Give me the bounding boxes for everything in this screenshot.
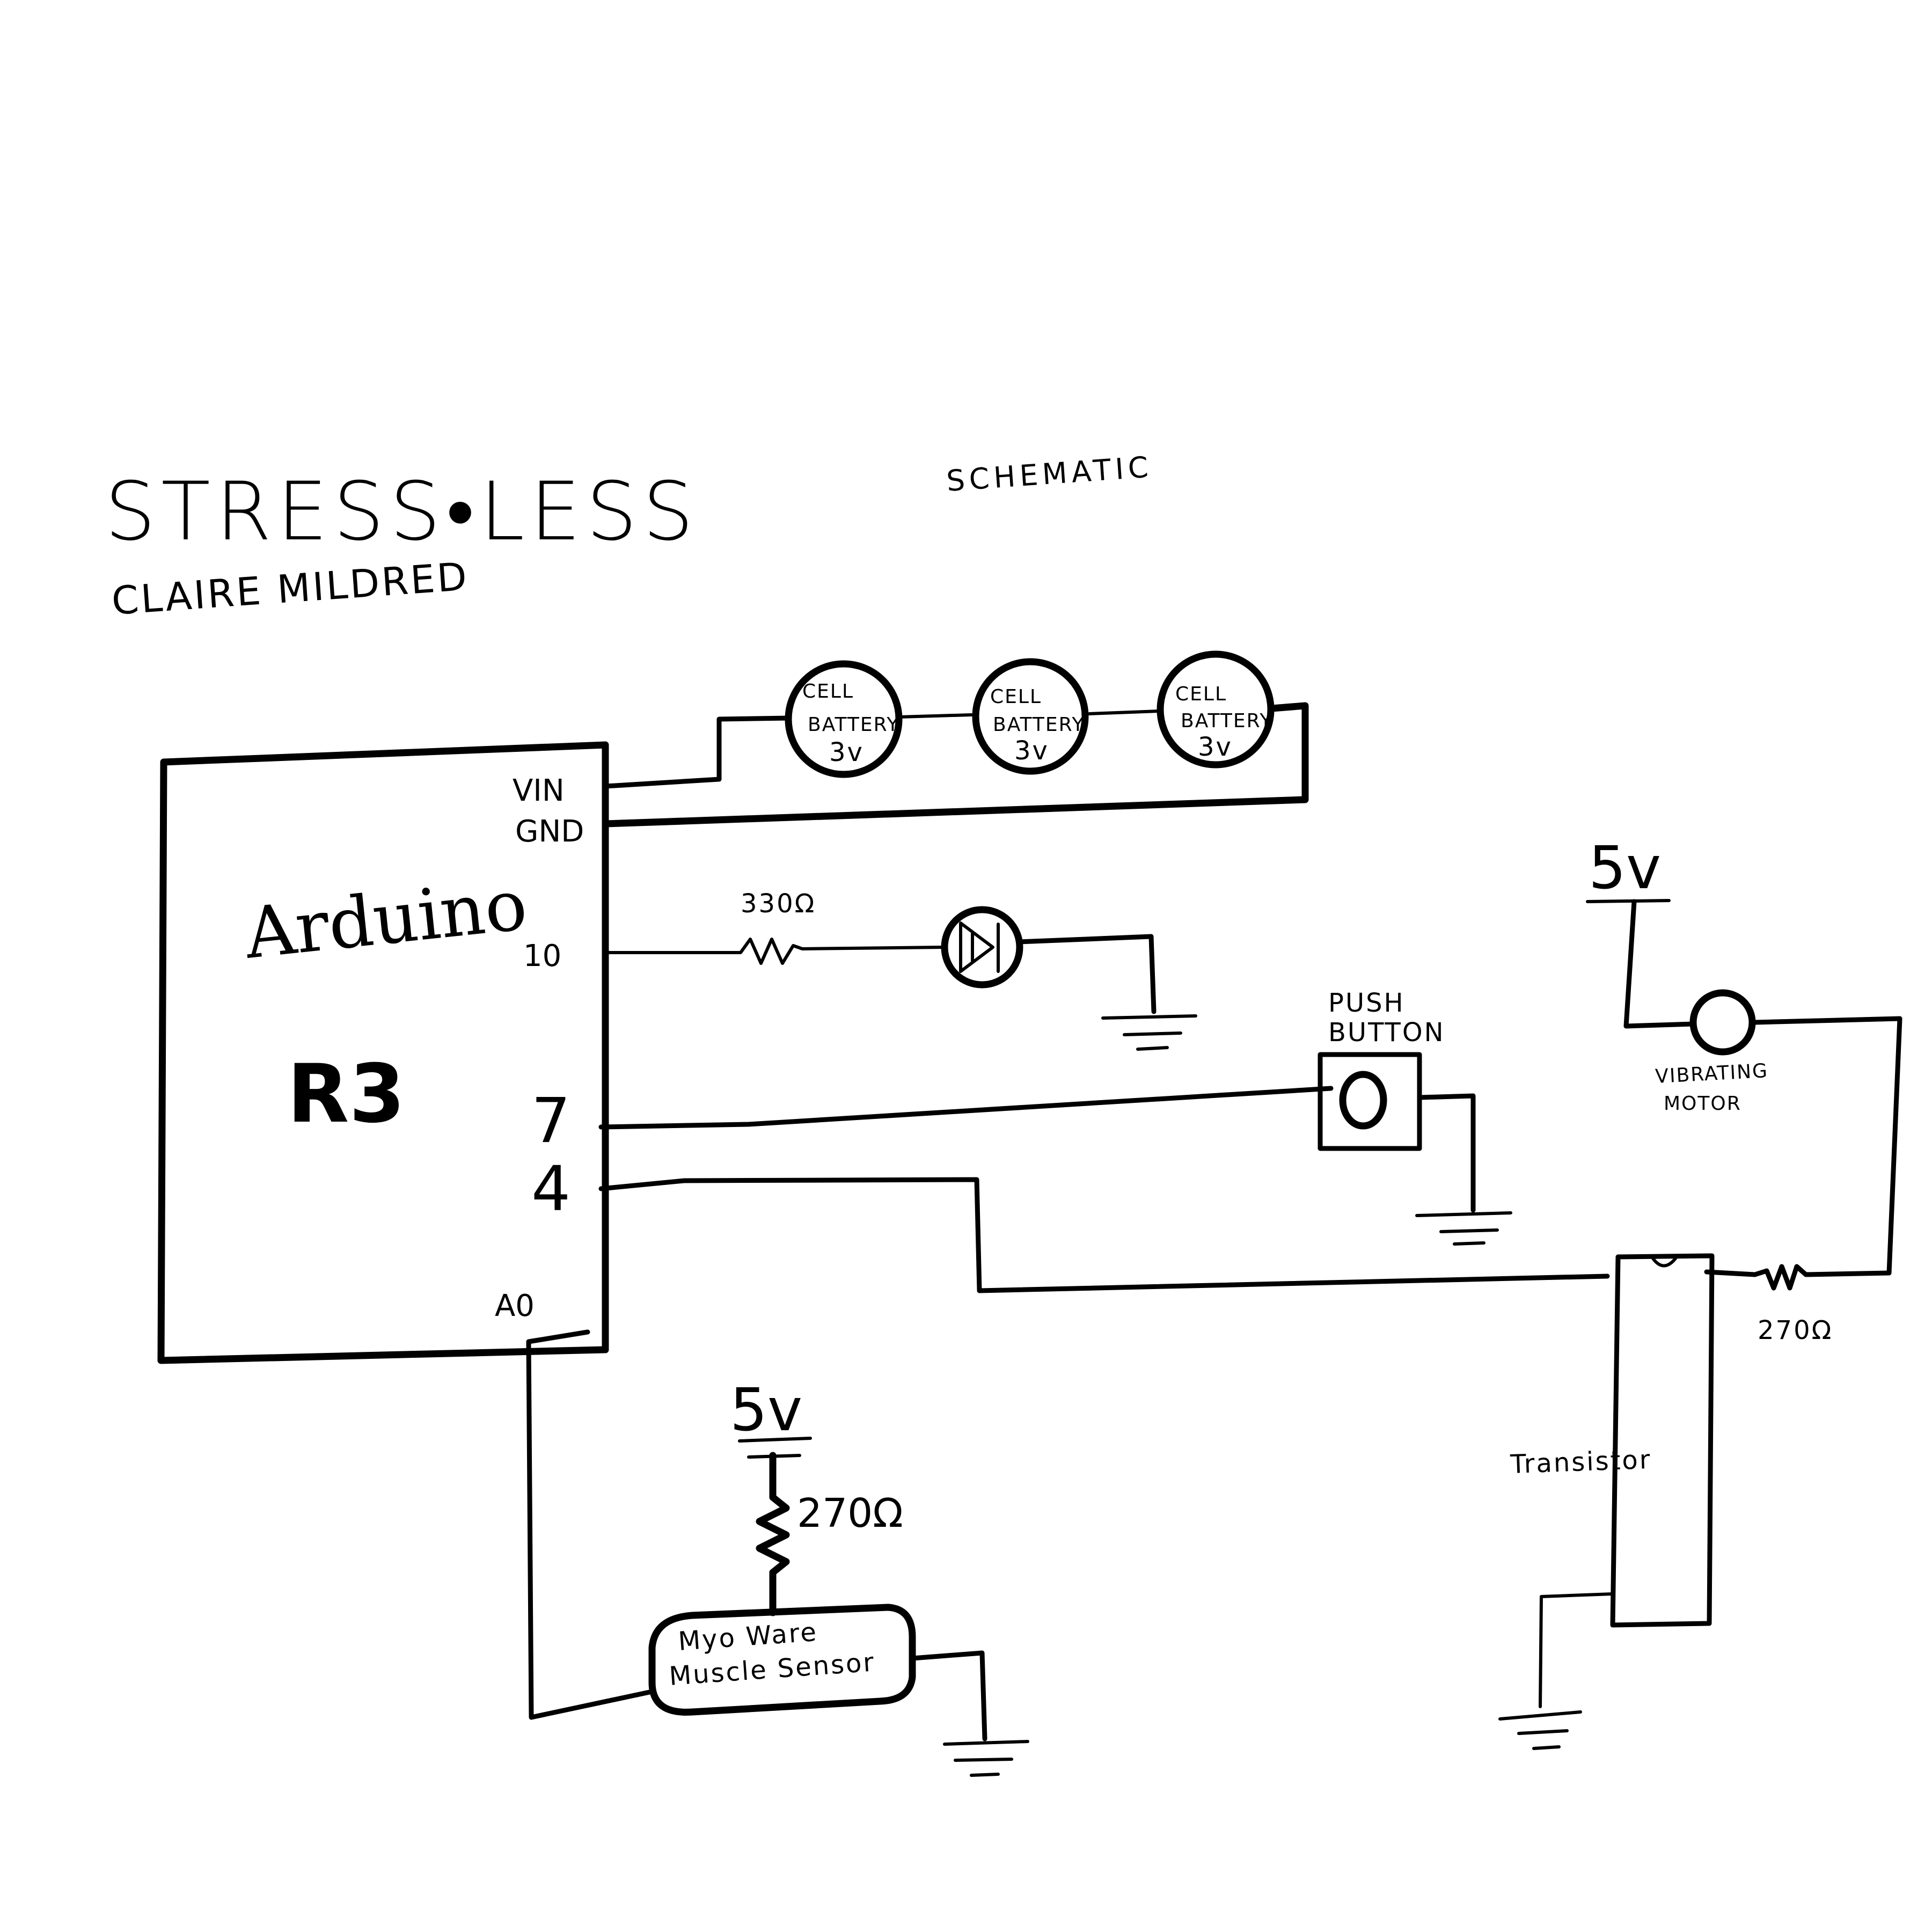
pin-gnd-label: GND <box>515 814 584 849</box>
led-ground-wire <box>1017 934 1157 1014</box>
sensor-supply-label: 5v <box>730 1375 802 1444</box>
push-button-symbol <box>1318 1052 1422 1151</box>
battery-3-line2: BATTERY <box>1181 710 1272 732</box>
pin7-wire <box>598 1086 1334 1130</box>
led-symbol <box>941 906 1023 989</box>
arduino-board <box>157 741 609 1364</box>
motor-resistor-label: 270Ω <box>1758 1315 1833 1345</box>
motor-collector-wire <box>1704 1016 1902 1291</box>
battery-1-voltage: 3v <box>829 737 864 767</box>
sensor-ground-symbol <box>943 1740 1029 1777</box>
pin10-wire <box>604 938 946 965</box>
battery-1-line2: BATTERY <box>808 714 899 736</box>
transistor-ground-symbol <box>1498 1710 1582 1750</box>
sensor-resistor-label: 270Ω <box>797 1490 903 1536</box>
vibrating-motor-symbol <box>1689 989 1756 1056</box>
battery-link-1 <box>897 713 973 719</box>
sensor-resistor <box>756 1452 790 1616</box>
battery-2-line2: BATTERY <box>993 714 1085 736</box>
motor-supply-label: 5v <box>1589 833 1661 902</box>
diagram-subtitle: SCHEMATIC <box>946 450 1154 498</box>
a0-wire <box>526 1329 655 1720</box>
transistor-emitter-wire <box>1539 1592 1614 1708</box>
sensor-ground-wire <box>910 1650 987 1741</box>
pin-4-label: 4 <box>531 1153 570 1225</box>
author-name: CLAIRE MILDRED <box>110 554 470 624</box>
cell-battery-2: CELL BATTERY 3v <box>972 658 1089 775</box>
motor-supply-line <box>1586 899 1671 903</box>
button-ground-wire <box>1417 1093 1476 1213</box>
cell-battery-3: CELL BATTERY 3v <box>1157 650 1275 769</box>
push-button-label-2: BUTTON <box>1328 1018 1445 1048</box>
motor-supply-wire <box>1623 899 1696 1029</box>
battery-2-voltage: 3v <box>1014 736 1049 766</box>
pin-a0-label: A0 <box>495 1289 535 1323</box>
vin-wire <box>603 715 792 789</box>
board-name: Arduino <box>240 864 531 975</box>
transistor-label: Transistor <box>1509 1445 1652 1480</box>
led-ground-symbol <box>1101 1014 1197 1051</box>
transistor-notch <box>1651 1257 1677 1268</box>
board-model: R3 <box>287 1048 405 1141</box>
cell-battery-1: CELL BATTERY 3v <box>785 660 903 778</box>
battery-1-line1: CELL <box>802 680 854 702</box>
muscle-sensor-body <box>648 1604 916 1716</box>
motor-label-1: VIBRATING <box>1655 1060 1769 1088</box>
pin-7-label: 7 <box>531 1085 570 1157</box>
motor-label-2: MOTOR <box>1664 1093 1741 1115</box>
battery-3-line1: CELL <box>1175 683 1227 705</box>
transistor-body <box>1610 1253 1715 1628</box>
battery-2-line1: CELL <box>990 686 1042 708</box>
pin-vin-label: VIN <box>513 773 565 808</box>
battery-link-2 <box>1088 709 1161 715</box>
push-button-label-1: PUSH <box>1328 988 1405 1018</box>
diagram-title: STRESS•LESS <box>105 465 699 559</box>
pin-10-label: 10 <box>523 939 561 974</box>
pin4-wire <box>598 1177 1610 1293</box>
led-resistor-label: 330Ω <box>741 889 816 919</box>
button-ground-symbol <box>1415 1211 1512 1246</box>
sensor-label-1: Myo Ware <box>677 1617 819 1657</box>
battery-3-voltage: 3v <box>1198 732 1233 762</box>
battery-return-wire <box>602 702 1309 828</box>
